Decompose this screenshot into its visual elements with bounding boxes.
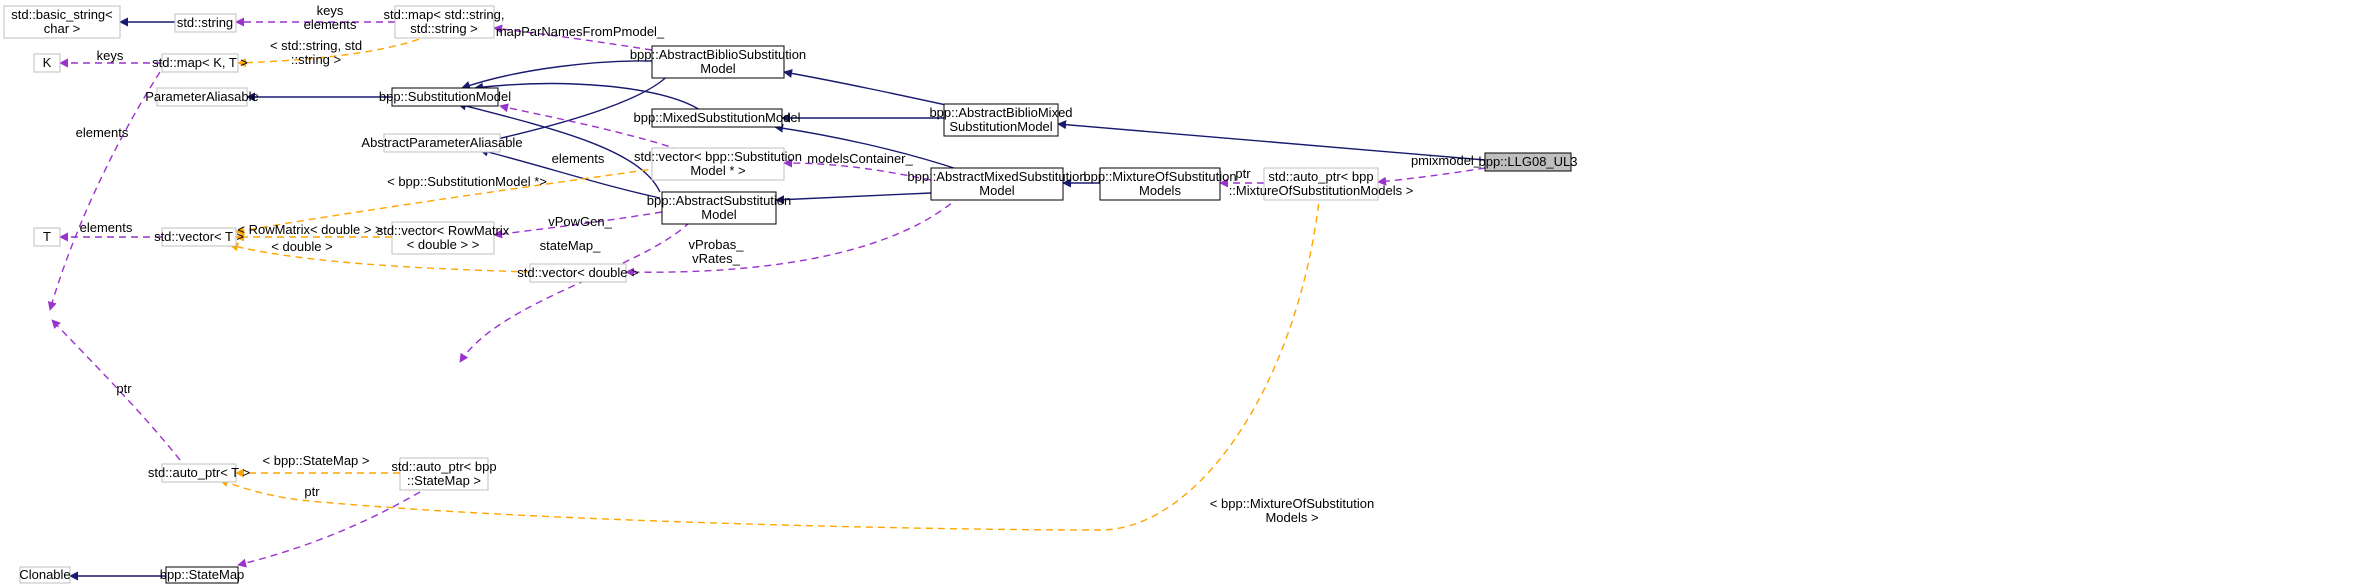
label-subst-model-ptr: < bpp::SubstitutionModel *> — [387, 174, 547, 189]
edge-abstractmixed-to-mixed — [774, 123, 961, 171]
svg-text:std::vector< double >: std::vector< double > — [517, 265, 638, 280]
svg-text:std::vector< bpp::Substitution: std::vector< bpp::SubstitutionModel * > — [634, 149, 802, 178]
svg-text:std::string: std::string — [177, 15, 233, 30]
node-auto-ptr-mixture[interactable]: std::auto_ptr< bpp::MixtureOfSubstitutio… — [1229, 167, 1414, 201]
label-pmixmodel: pmixmodel_ — [1411, 153, 1482, 168]
edge-vectordouble-to-vectort — [229, 242, 531, 273]
edge-abstractsubst-to-abstractparamaliasable — [479, 147, 661, 199]
edge-abstractsubst-to-substmodel — [457, 101, 661, 193]
label-elements-sm: elements — [552, 151, 605, 166]
edge-llg08-to-biblio-mixed — [1057, 120, 1486, 161]
node-t[interactable]: T — [33, 227, 61, 247]
svg-text:bpp::LLG08_UL3: bpp::LLG08_UL3 — [1478, 154, 1577, 169]
node-parameter-aliasable[interactable]: ParameterAliasable — [145, 87, 259, 107]
edge-abstractsubst-to-vectorrowmatrix — [493, 211, 663, 239]
node-std-string[interactable]: std::string — [174, 13, 237, 33]
node-abstract-parameter-aliasable[interactable]: AbstractParameterAliasable — [361, 133, 523, 153]
node-vector-t[interactable]: std::vector< T > — [154, 227, 244, 247]
edges — [47, 17, 1486, 581]
edge-mapstring-to-mapkt — [237, 34, 431, 68]
nodes: std::basic_string<char > std::string std… — [3, 5, 1578, 584]
node-k[interactable]: K — [33, 53, 61, 73]
label-ptr-t: ptr — [116, 381, 132, 396]
svg-text:bpp::SubstitutionModel: bpp::SubstitutionModel — [379, 89, 511, 104]
edge-autoptrt-to-t — [51, 319, 181, 461]
label-v-pow-gen: vPowGen_ — [548, 214, 612, 229]
label-row-matrix: < RowMatrix< double > > — [237, 222, 382, 237]
edge-abstractmixed-to-vectordouble — [625, 195, 961, 277]
label-map-par-names: mapParNamesFromPmodel_ — [496, 24, 665, 39]
svg-text:bpp::MixedSubstitutionModel: bpp::MixedSubstitutionModel — [634, 110, 801, 125]
label-keys: keys — [97, 48, 124, 63]
node-statemap[interactable]: bpp::StateMap — [160, 566, 245, 584]
edge-abstractsubst-to-autoptrstatemap — [459, 221, 691, 363]
svg-text:std::auto_ptr< bpp::MixtureOfS: std::auto_ptr< bpp::MixtureOfSubstitutio… — [1229, 169, 1414, 198]
edge-autoptrmixture-to-autoptrt — [219, 191, 1321, 531]
svg-text:std::vector< RowMatrix< double: std::vector< RowMatrix< double > > — [377, 223, 510, 252]
node-llg08-ul3[interactable]: bpp::LLG08_UL3 — [1478, 152, 1578, 172]
edge-abstractmixed-to-vectorsm — [783, 158, 932, 181]
edge-biblio-to-abstractparamaliasable — [483, 70, 673, 145]
svg-text:T: T — [43, 229, 51, 244]
node-vector-double[interactable]: std::vector< double > — [517, 263, 639, 283]
svg-text:std::auto_ptr< T >: std::auto_ptr< T > — [148, 465, 250, 480]
label-elements-t: elements — [76, 125, 129, 140]
svg-text:ParameterAliasable: ParameterAliasable — [145, 89, 258, 104]
node-map-kt[interactable]: std::map< K, T > — [152, 53, 248, 73]
node-basic-string[interactable]: std::basic_string<char > — [3, 5, 121, 39]
label-state-map-member: stateMap_ — [540, 238, 601, 253]
edge-mixed-to-substmodel — [474, 82, 701, 111]
svg-text:std::vector< T >: std::vector< T > — [154, 229, 244, 244]
edge-llg08-to-autoptrmixture — [1377, 167, 1486, 186]
node-clonable[interactable]: Clonable — [19, 566, 71, 584]
label-vprobas-vrates: vProbas_vRates_ — [689, 237, 745, 266]
node-auto-ptr-statemap[interactable]: std::auto_ptr< bpp::StateMap > — [391, 457, 497, 491]
svg-text:std::map< std::string,std::str: std::map< std::string,std::string > — [383, 7, 504, 36]
node-map-string[interactable]: std::map< std::string,std::string > — [383, 5, 505, 39]
svg-text:std::auto_ptr< bpp::StateMap >: std::auto_ptr< bpp::StateMap > — [391, 459, 496, 488]
svg-text:Clonable: Clonable — [19, 567, 70, 582]
label-models-container: modelsContainer_ — [807, 151, 913, 166]
label-ptr-statemap: ptr — [304, 484, 320, 499]
edge-biblio-to-substmodel — [461, 60, 653, 90]
node-substitution-model[interactable]: bpp::SubstitutionModel — [379, 87, 511, 107]
svg-text:bpp::MixtureOfSubstitutionMode: bpp::MixtureOfSubstitutionModels — [1083, 169, 1236, 198]
edge-abstractmixed-to-abstractsubst — [775, 192, 932, 205]
label-string-string: < std::string, std::string > — [270, 38, 362, 67]
svg-text:K: K — [43, 55, 52, 70]
svg-text:std::map< K, T >: std::map< K, T > — [152, 55, 248, 70]
label-state-map-tpl: < bpp::StateMap > — [263, 453, 370, 468]
node-vector-rowmatrix[interactable]: std::vector< RowMatrix< double > > — [377, 221, 510, 255]
svg-text:std::basic_string<char >: std::basic_string<char > — [11, 7, 113, 36]
label-elements-vec: elements — [80, 220, 133, 235]
edge-autoptrstatemap-to-statemap — [237, 491, 421, 568]
edge-biblio-mixed-to-biblio — [783, 68, 961, 109]
edge-biblio-to-mapstring — [493, 24, 653, 51]
label-ptr-mixture: ptr — [1235, 166, 1251, 181]
svg-text:AbstractParameterAliasable: AbstractParameterAliasable — [361, 135, 522, 150]
svg-text:bpp::StateMap: bpp::StateMap — [160, 567, 245, 582]
node-mixed-substitution-model[interactable]: bpp::MixedSubstitutionModel — [634, 108, 801, 128]
label-double-tpl: < double > — [271, 239, 332, 254]
edge-vectorsm-to-vectort — [235, 167, 661, 236]
edge-mapkt-to-t — [47, 71, 161, 311]
node-auto-ptr-t[interactable]: std::auto_ptr< T > — [148, 463, 250, 483]
edge-vectorsm-to-substmodel — [499, 103, 681, 151]
